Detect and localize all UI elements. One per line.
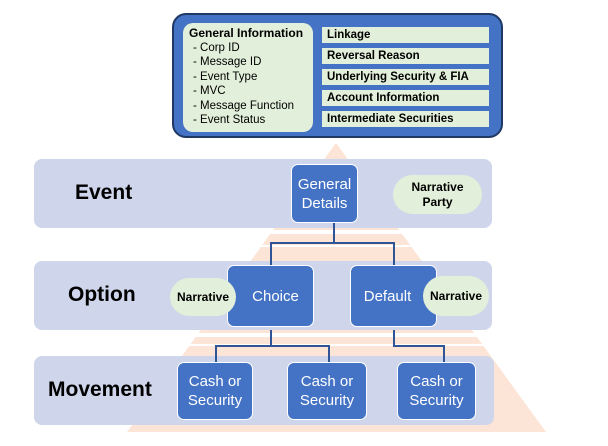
connector-to-movement-1 <box>215 345 217 364</box>
connector-to-choice <box>270 242 272 266</box>
pyramid-stripe <box>0 333 608 337</box>
connector-event-trunk <box>333 222 335 243</box>
default-node[interactable]: Default <box>350 265 437 327</box>
connector-default-branch <box>393 345 445 347</box>
connector-to-movement-2 <box>328 345 330 364</box>
movement-node-2-line2: Security <box>299 392 355 409</box>
narrative-right-label: Narrative <box>429 288 483 303</box>
narrative-party-line1: Narrative <box>411 179 464 194</box>
category-intermediate-securities: Intermediate Securities <box>322 111 489 127</box>
connector-choice-trunk <box>270 330 272 346</box>
event-level-label: Event <box>75 181 133 204</box>
connector-to-movement-3 <box>443 345 445 364</box>
gi-item-event-type: - Event Type <box>193 70 258 83</box>
option-level-label: Option <box>68 283 136 306</box>
choice-label: Choice <box>252 287 299 305</box>
connector-to-default <box>393 242 395 266</box>
movement-level-label: Movement <box>48 378 152 401</box>
general-information-panel: General Information - Corp ID - Message … <box>183 23 313 132</box>
general-information-title: General Information <box>189 26 304 40</box>
movement-node-1-line1: Cash or <box>188 373 242 390</box>
pyramid-stripe <box>0 245 608 247</box>
narrative-left-pill[interactable]: Narrative <box>170 278 236 316</box>
general-details-node[interactable]: General Details <box>291 164 358 223</box>
connector-choice-branch <box>215 345 329 347</box>
category-underlying-security-fia: Underlying Security & FIA <box>322 69 489 85</box>
movement-node-1[interactable]: Cash or Security <box>177 362 253 420</box>
category-account-information: Account Information <box>322 90 489 106</box>
category-reversal-reason: Reversal Reason <box>322 48 489 64</box>
movement-node-3-line2: Security <box>409 392 464 409</box>
movement-node-2-line1: Cash or <box>300 373 354 390</box>
gi-item-message-function: - Message Function <box>193 99 294 112</box>
gi-item-corp-id: - Corp ID <box>193 41 240 54</box>
gi-item-mvc: - MVC <box>193 85 226 97</box>
narrative-party-line2: Party <box>422 194 453 209</box>
connector-default-trunk <box>393 330 395 346</box>
movement-node-3-line1: Cash or <box>410 373 463 390</box>
category-linkage: Linkage <box>322 27 489 43</box>
narrative-left-label: Narrative <box>176 289 230 304</box>
gi-item-event-status: - Event Status <box>193 114 266 126</box>
default-label: Default <box>363 287 412 305</box>
general-details-line1: General <box>297 175 352 193</box>
movement-node-3[interactable]: Cash or Security <box>397 362 476 420</box>
movement-node-1-line2: Security <box>187 392 243 409</box>
connector-event-branch <box>270 242 394 244</box>
choice-node[interactable]: Choice <box>227 265 314 327</box>
narrative-party-pill[interactable]: Narrative Party <box>393 175 482 214</box>
movement-node-2[interactable]: Cash or Security <box>287 362 367 420</box>
general-details-line2: Details <box>301 194 348 212</box>
gi-item-message-id: - Message ID <box>193 56 262 68</box>
pyramid-stripe <box>0 230 608 234</box>
narrative-right-pill[interactable]: Narrative <box>423 276 489 316</box>
